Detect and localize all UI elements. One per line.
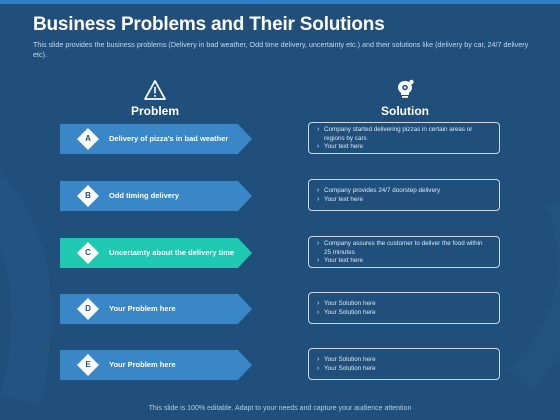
page-title: Business Problems and Their Solutions [33,14,385,35]
solution-item: Your Solution here [317,309,491,318]
solution-item: Company assures the customer to deliver … [317,240,491,257]
solution-item: Your text here [317,143,491,152]
solution-item: Your text here [317,196,491,205]
row-letter: C [85,248,91,257]
row-letter: D [85,304,91,313]
solution-box: Company assures the customer to deliver … [308,236,500,268]
problem-text: Your Problem here [109,304,176,313]
solution-item: Your Solution here [317,300,491,309]
problem-arrow-banner [60,294,252,324]
row-letter: B [85,191,91,200]
problem-arrow-banner [60,181,252,211]
solution-item: Your Solution here [317,365,491,374]
solution-item: Your Solution here [317,356,491,365]
solution-item: Company provides 24/7 doorstep delivery [317,187,491,196]
solution-box: Company started delivering pizzas in cer… [308,122,500,154]
solution-column-header: Solution [381,104,429,118]
problem-text: Odd timing delivery [109,191,180,200]
solution-box: Your Solution here Your Solution here [308,292,500,324]
letter-diamond [77,242,99,264]
problem-text: Your Problem here [109,360,176,369]
solution-box: Your Solution here Your Solution here [308,348,500,380]
letter-diamond [77,354,99,376]
row-letter: E [85,360,91,369]
solution-box: Company provides 24/7 doorstep delivery … [308,179,500,211]
problem-arrow-banner [60,238,252,268]
solution-item: Company started delivering pizzas in cer… [317,126,491,143]
page-subtitle: This slide provides the business problem… [33,40,529,59]
row-letter: A [85,134,91,143]
problem-arrow-banner [60,350,252,380]
problem-column-header: Problem [131,104,180,118]
lightbulb-gear-icon [398,79,414,98]
letter-diamond [77,298,99,320]
problem-arrow-banner [60,124,252,154]
solution-item: Your text here [317,257,491,266]
top-accent-bar [0,0,560,4]
warning-triangle-icon [144,80,166,100]
footer-note: This slide is 100% editable. Adapt to yo… [148,405,412,412]
problem-text: Uncertainty about the delivery time [109,248,235,257]
letter-diamond [77,128,99,150]
problem-text: Delivery of pizza's in bad weather [109,134,229,143]
letter-diamond [77,185,99,207]
